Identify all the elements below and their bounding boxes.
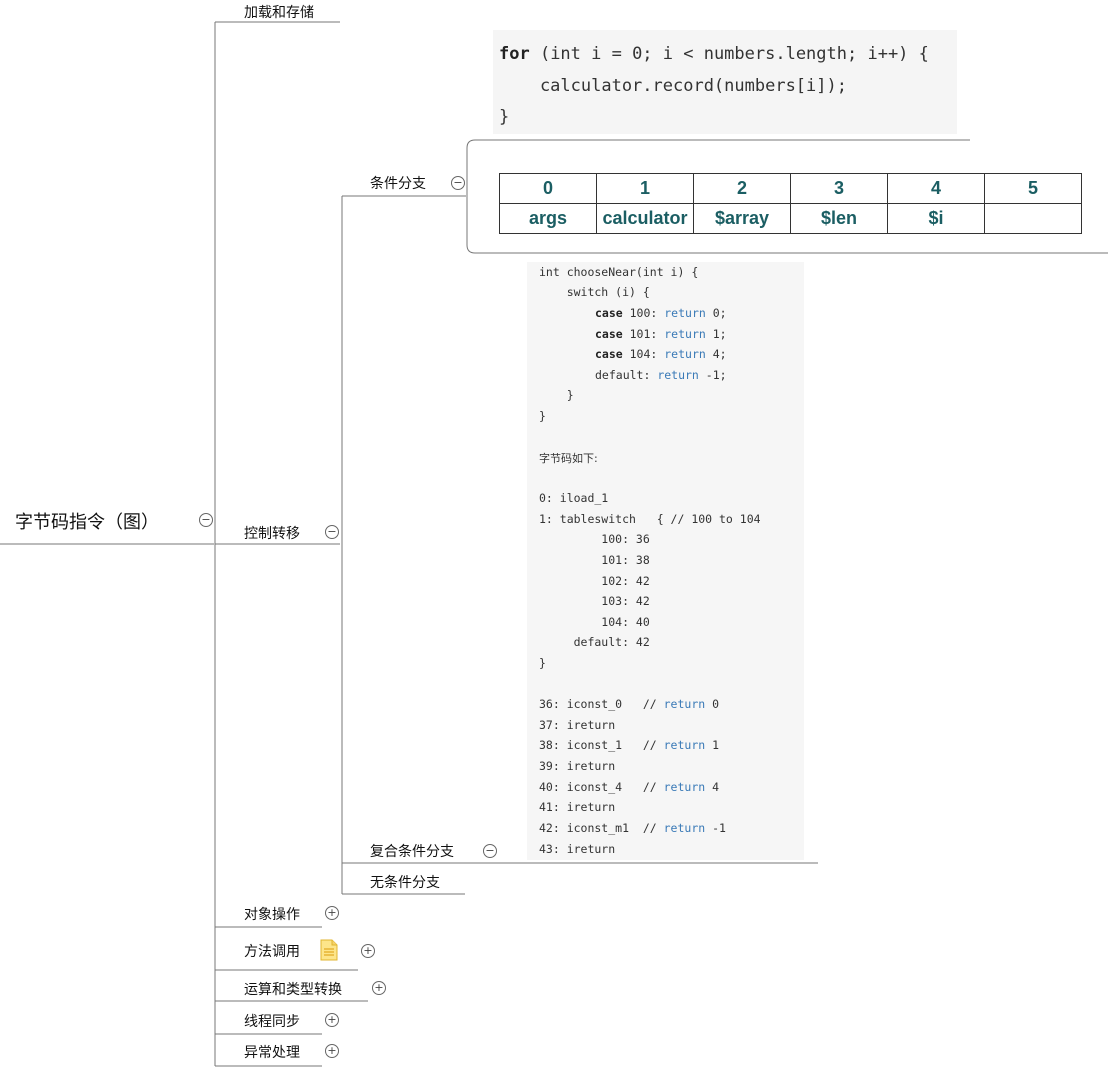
branch-conditional[interactable]: 条件分支 <box>370 176 426 192</box>
code-line: case 100: return 0; <box>595 306 727 320</box>
control-transfer-collapse-toggle[interactable]: − <box>325 525 339 539</box>
bytecode-heading: 字节码如下: <box>539 452 598 465</box>
code-image-for-loop: for (int i = 0; i < numbers.length; i++)… <box>493 30 957 134</box>
table-cell: $array <box>693 203 791 234</box>
table-cell: calculator <box>596 203 694 234</box>
code-line: default: 42 <box>539 635 650 649</box>
table-cell: 0 <box>499 173 597 204</box>
table-cell: $i <box>887 203 985 234</box>
branch-exception[interactable]: 异常处理 <box>244 1045 300 1061</box>
table-cell <box>984 203 1082 234</box>
note-icon[interactable] <box>320 939 338 961</box>
code-line: 102: 42 <box>539 574 650 588</box>
code-line: 39: ireturn <box>539 759 616 773</box>
code-line: calculator.record(numbers[i]); <box>499 76 847 96</box>
root-collapse-toggle[interactable]: − <box>199 513 213 527</box>
branch-thread-sync[interactable]: 线程同步 <box>244 1014 300 1030</box>
local-variable-table: 0 1 2 3 4 5 args calculator $array $len … <box>499 173 1082 234</box>
exception-expand-toggle[interactable]: + <box>325 1044 339 1058</box>
code-line: } <box>539 409 546 423</box>
branch-compound-conditional[interactable]: 复合条件分支 <box>370 844 454 860</box>
thread-sync-expand-toggle[interactable]: + <box>325 1013 339 1027</box>
code-line: 42: iconst_m1 // return -1 <box>539 821 726 835</box>
code-line: 101: 38 <box>539 553 650 567</box>
code-line: } <box>539 656 546 670</box>
code-line: int chooseNear(int i) { <box>539 265 699 279</box>
code-line: default: return -1; <box>595 368 727 382</box>
code-line: 0: iload_1 <box>539 491 609 505</box>
method-invoke-expand-toggle[interactable]: + <box>361 944 375 958</box>
table-cell: 2 <box>693 173 791 204</box>
arith-convert-expand-toggle[interactable]: + <box>372 981 386 995</box>
code-line: switch (i) { <box>539 285 650 299</box>
root-topic[interactable]: 字节码指令（图） <box>15 512 159 533</box>
table-row-names: args calculator $array $len $i <box>499 203 1082 234</box>
code-line: 1: tableswitch { // 100 to 104 <box>539 512 761 526</box>
branch-method-invoke[interactable]: 方法调用 <box>244 944 300 960</box>
table-cell: 4 <box>887 173 985 204</box>
code-line: 36: iconst_0 // return 0 <box>539 697 720 711</box>
code-line: case 101: return 1; <box>595 327 727 341</box>
code-line: 104: 40 <box>539 615 650 629</box>
code-line: 41: ireturn <box>539 800 616 814</box>
branch-object-ops[interactable]: 对象操作 <box>244 907 300 923</box>
branch-load-store[interactable]: 加载和存储 <box>244 5 314 21</box>
table-cell: 1 <box>596 173 694 204</box>
table-cell: 5 <box>984 173 1082 204</box>
code-line: 37: ireturn <box>539 718 616 732</box>
code-line: 43: ireturn <box>539 842 616 856</box>
code-line: 40: iconst_4 // return 4 <box>539 780 720 794</box>
code-line: 100: 36 <box>539 532 650 546</box>
table-cell: $len <box>790 203 888 234</box>
code-image-tableswitch: int chooseNear(int i) { switch (i) { cas… <box>527 262 804 860</box>
code-text: (int i = 0; i < numbers.length; i++) { <box>529 44 929 64</box>
code-line: } <box>539 388 574 402</box>
conditional-collapse-toggle[interactable]: − <box>451 176 465 190</box>
branch-control-transfer[interactable]: 控制转移 <box>244 526 300 542</box>
code-line: } <box>499 107 510 127</box>
compound-conditional-collapse-toggle[interactable]: − <box>483 844 497 858</box>
code-keyword: for <box>499 44 530 64</box>
code-line: 103: 42 <box>539 594 650 608</box>
code-line: case 104: return 4; <box>595 347 727 361</box>
branch-arith-convert[interactable]: 运算和类型转换 <box>244 982 342 998</box>
table-row-indices: 0 1 2 3 4 5 <box>499 173 1082 204</box>
object-ops-expand-toggle[interactable]: + <box>325 906 339 920</box>
code-line: 38: iconst_1 // return 1 <box>539 738 720 752</box>
table-cell: 3 <box>790 173 888 204</box>
table-cell: args <box>499 203 597 234</box>
branch-unconditional[interactable]: 无条件分支 <box>370 875 440 891</box>
